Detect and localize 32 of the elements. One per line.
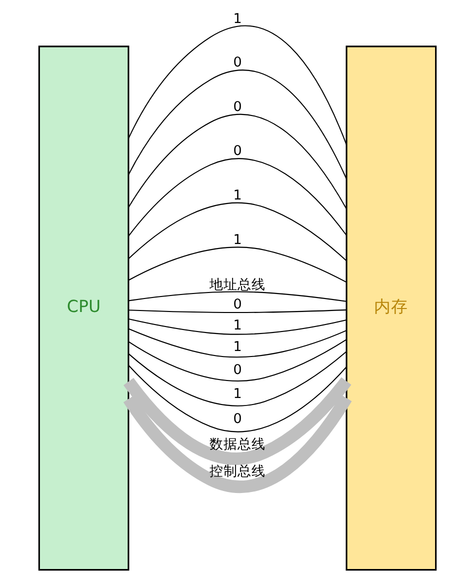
connector <box>128 328 346 358</box>
node-box: 内存 <box>345 46 436 571</box>
edge-label: 数据总线 <box>209 436 265 453</box>
connector <box>128 70 346 180</box>
connector <box>122 394 352 493</box>
connector <box>128 114 346 210</box>
connector <box>128 318 346 335</box>
edge-label: 0 <box>232 362 242 378</box>
connector <box>128 291 346 302</box>
edge-label: 0 <box>232 296 242 313</box>
connector <box>128 339 346 382</box>
connector <box>128 26 346 145</box>
edge-label: 1 <box>232 232 242 248</box>
connector <box>128 351 346 406</box>
edge-label: 1 <box>232 10 242 27</box>
edge-label: 1 <box>232 339 242 356</box>
connector <box>123 377 351 465</box>
connector <box>128 309 346 313</box>
connector <box>128 158 346 236</box>
edge-label: 0 <box>232 410 242 427</box>
node-box: CPU <box>38 46 129 571</box>
edge-label: 0 <box>232 54 242 71</box>
connector <box>128 365 346 432</box>
connector <box>128 246 346 283</box>
edge-label: 1 <box>232 188 242 204</box>
connector <box>128 202 346 261</box>
edge-label: 0 <box>232 99 242 116</box>
edge-label: 地址总线 <box>209 276 265 293</box>
edge-label: 1 <box>232 386 242 402</box>
edge-label: 控制总线 <box>209 464 265 480</box>
edge-label: 0 <box>232 142 242 159</box>
edge-label: 1 <box>232 317 242 334</box>
